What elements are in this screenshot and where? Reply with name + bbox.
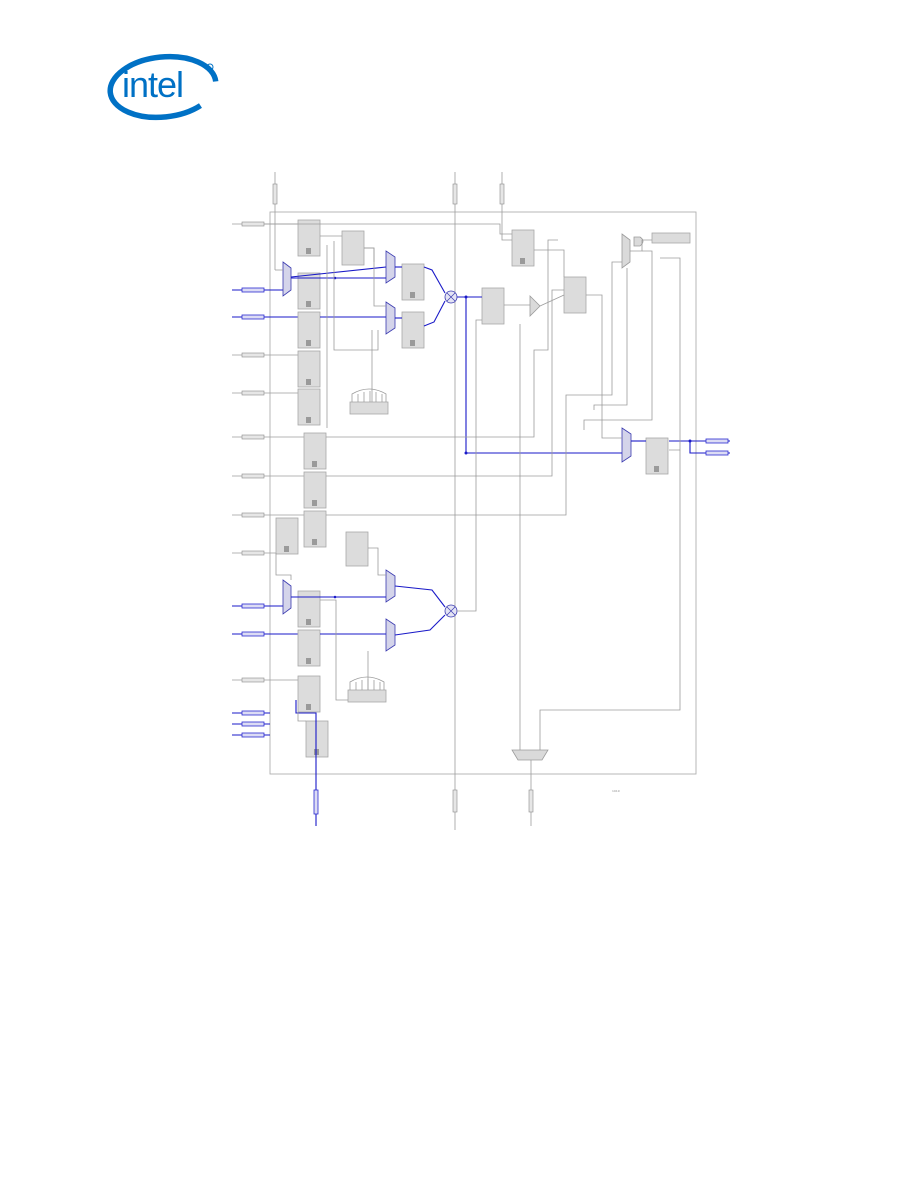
left-input-pins (232, 221, 304, 738)
logic-blocks-bottom (345, 531, 387, 703)
register-column-top (275, 219, 327, 555)
input-muxes (282, 250, 396, 652)
intel-logo-text: intel (122, 64, 183, 105)
intel-logo-icon: intel (107, 53, 219, 121)
bottom-pins (313, 760, 534, 826)
logic-blocks-top (341, 229, 691, 475)
output-logic (511, 233, 644, 761)
diagram-footer-label: 1919 (612, 789, 620, 793)
datapath-buses (290, 266, 646, 760)
buffer-gate (529, 294, 565, 317)
right-output-pins (669, 438, 730, 456)
top-pins (272, 172, 505, 830)
schematic-frame (269, 211, 697, 775)
control-wires (264, 223, 681, 750)
register-column-bottom (297, 590, 329, 758)
